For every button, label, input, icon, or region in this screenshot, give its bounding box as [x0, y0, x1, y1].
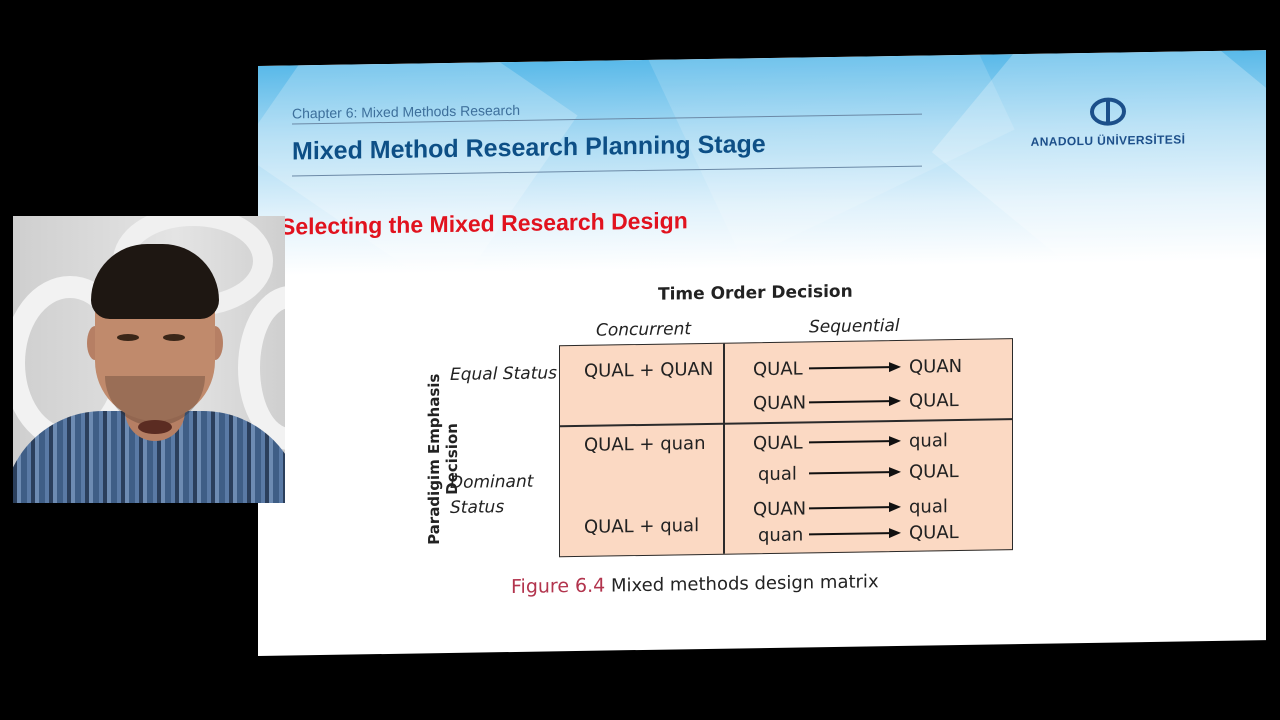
- column-header-sequential: Sequential: [809, 315, 900, 338]
- sequence-from: QUAN: [753, 497, 807, 520]
- sequence-row: QUAN QUAL: [753, 387, 1003, 415]
- time-order-title: Time Order Decision: [658, 281, 853, 305]
- paradigm-emphasis-label: Paradigim Emphasis Decision: [425, 373, 461, 546]
- presenter-eye: [163, 334, 185, 341]
- sequence-from: quan: [758, 523, 804, 546]
- sequence-from: QUAL: [753, 431, 803, 454]
- matrix-cell-concurrent-dominant: QUAL + qual: [584, 515, 700, 538]
- arrow-right-icon: [809, 528, 901, 539]
- design-matrix-figure: Time Order Decision Concurrent Sequentia…: [366, 261, 1106, 623]
- sequence-from: QUAL: [753, 357, 803, 380]
- arrow-right-icon: [809, 396, 901, 407]
- logo-text: ANADOLU ÜNİVERSİTESİ: [1030, 132, 1186, 149]
- column-header-concurrent: Concurrent: [596, 319, 692, 341]
- row-label-equal-status: Equal Status: [450, 363, 558, 385]
- matrix-cell-concurrent-dominant: QUAL + quan: [584, 432, 706, 456]
- figure-caption-text: Mixed methods design matrix: [611, 571, 879, 597]
- sequence-to: QUAN: [909, 355, 963, 378]
- figure-caption: Figure 6.4 Mixed methods design matrix: [511, 570, 879, 598]
- arrow-right-icon: [809, 467, 901, 478]
- university-logo: ANADOLU ÜNİVERSİTESİ: [1023, 95, 1193, 149]
- arrow-right-icon: [809, 362, 901, 373]
- presenter-hair: [91, 244, 219, 319]
- sequence-row: QUAL qual: [753, 427, 1003, 455]
- sequence-row: qual QUAL: [753, 458, 1003, 486]
- presentation-slide: Chapter 6: Mixed Methods Research Mixed …: [258, 50, 1266, 657]
- sequence-row: quan QUAL: [753, 519, 1003, 547]
- sequence-row: QUAL QUAN: [753, 353, 1003, 381]
- arrow-right-icon: [809, 502, 901, 513]
- sequence-row: QUAN qual: [753, 493, 1003, 521]
- sequence-to: qual: [909, 495, 948, 518]
- sequence-from: qual: [758, 463, 797, 485]
- arrow-right-icon: [809, 436, 901, 447]
- presenter-mouth: [138, 420, 172, 434]
- anadolu-logo-icon: [1090, 97, 1126, 126]
- row-label-dominant-status: Dominant Status: [450, 471, 534, 518]
- sequence-to: QUAL: [909, 389, 959, 412]
- presenter-webcam: [13, 216, 285, 503]
- figure-number: Figure 6.4: [511, 574, 606, 599]
- sequence-to: QUAL: [909, 460, 959, 483]
- design-matrix: QUAL + QUAN QUAL + quan QUAL + qual QUAL…: [559, 338, 1013, 558]
- presenter-eye: [117, 334, 139, 341]
- sequence-to: QUAL: [909, 521, 959, 544]
- matrix-cell-concurrent-equal: QUAL + QUAN: [584, 358, 714, 382]
- sequential-column: QUAL QUAN QUAN QUAL QUAL qual qual: [723, 339, 1012, 554]
- sequence-to: qual: [909, 429, 948, 452]
- sequence-from: QUAN: [753, 391, 807, 414]
